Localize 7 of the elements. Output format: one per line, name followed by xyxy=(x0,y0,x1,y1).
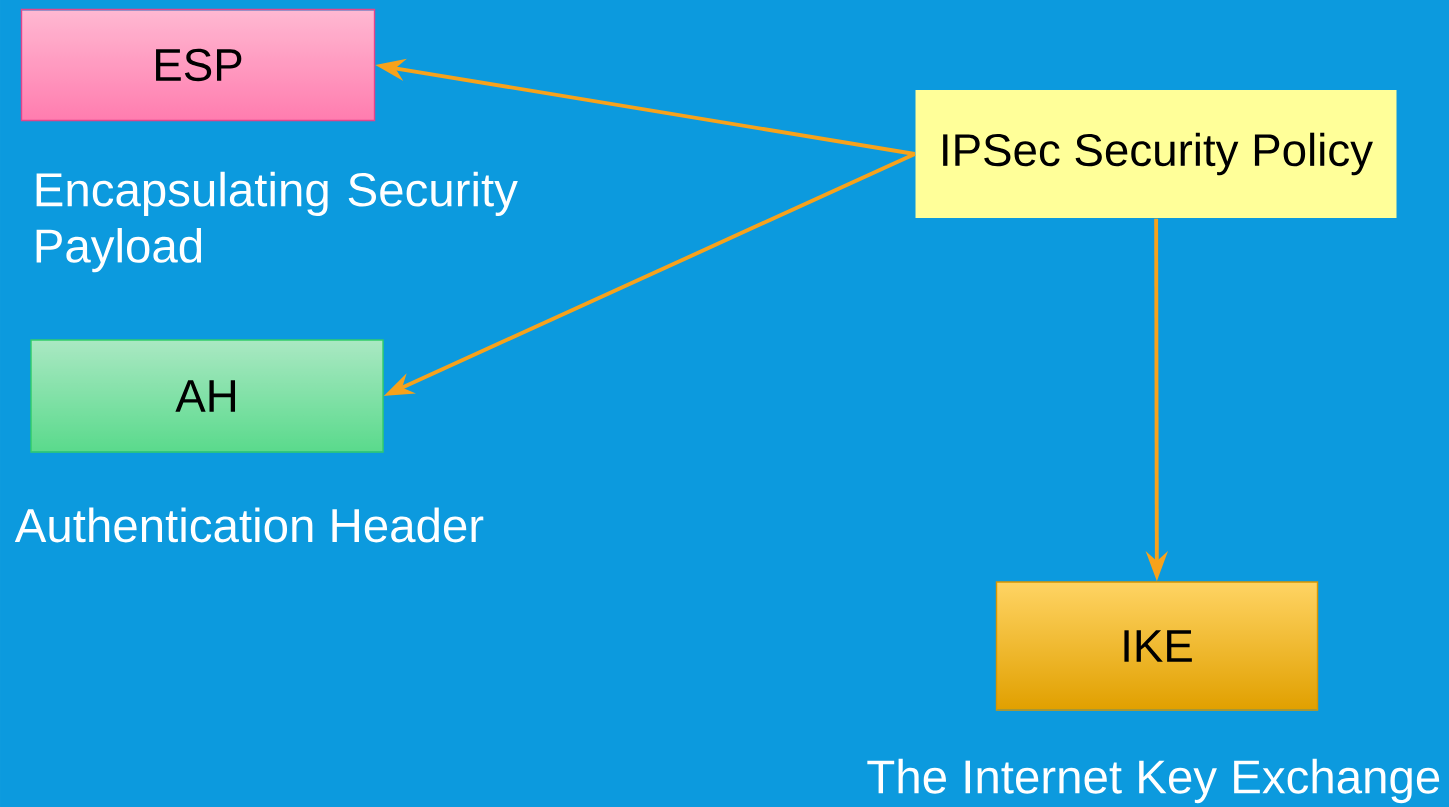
box-caption: The Internet Key Exchange xyxy=(867,758,1440,804)
process-box: ESP xyxy=(20,8,376,122)
process-box: IPSec Security Policy xyxy=(915,90,1397,218)
process-box: AH xyxy=(30,339,384,453)
box-caption: Encapsulating Security Payload xyxy=(36,171,518,273)
process-box: IKE xyxy=(995,581,1319,711)
box-caption: Authentication Header xyxy=(14,507,484,543)
